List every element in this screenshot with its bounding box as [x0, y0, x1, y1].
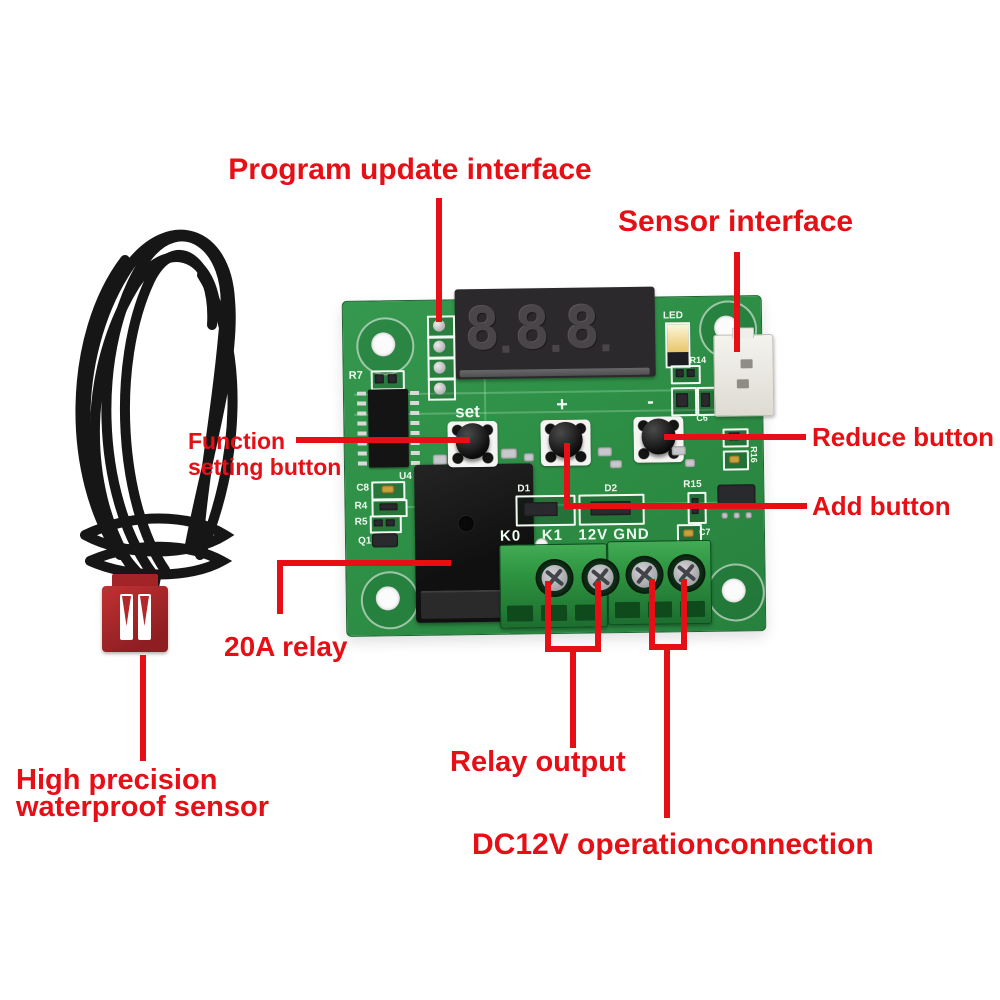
display-reflection: [459, 367, 650, 378]
solder-pad: [684, 459, 696, 468]
program-pad: [427, 336, 456, 359]
callout-line-add-horizontal: [564, 503, 807, 509]
silkscreen-c8: C8: [356, 482, 370, 494]
sensor-plug-slot: [120, 594, 133, 640]
callout-line-waterproof-sensor: [140, 655, 146, 761]
component-r5: [369, 515, 402, 534]
callout-line-relay-horizontal: [277, 560, 451, 566]
decimal-point: [502, 345, 510, 353]
component-c8: [371, 481, 406, 501]
label-add-button: Add button: [812, 491, 951, 521]
solder-pad: [721, 512, 728, 519]
label-reduce-button: Reduce button: [812, 422, 994, 452]
decimal-point: [552, 344, 560, 353]
solder-pad: [609, 460, 623, 469]
led-component: [665, 322, 691, 369]
sensor-plug-body: [102, 586, 168, 652]
sensor-plug: [100, 574, 170, 658]
set-button: [447, 420, 499, 468]
solder-pad: [432, 454, 447, 465]
solder-pad: [523, 453, 534, 462]
mounting-hole: [355, 316, 415, 376]
silkscreen-r14: R14: [689, 354, 707, 366]
label-sensor-interface: Sensor interface: [618, 205, 854, 238]
pcb-board: 8 8 8 R7 U4 C8 R4 R5 Q1 set: [341, 286, 775, 637]
ic-pins: [356, 391, 367, 466]
silkscreen-d2: D2: [604, 483, 618, 495]
mounting-hole: [706, 563, 766, 622]
silkscreen-led: LED: [662, 310, 683, 322]
solder-pad: [597, 447, 612, 457]
callout-line-program-update: [436, 198, 442, 322]
solder-pad: [745, 512, 752, 519]
mounting-hole: [360, 570, 420, 630]
program-pad: [427, 378, 457, 401]
silkscreen-c6: C6: [696, 412, 708, 424]
callout-line-relay-vertical: [277, 560, 283, 614]
silkscreen-r4: R4: [354, 500, 368, 512]
component-r7: [370, 370, 405, 391]
relay-dimple: [458, 516, 474, 532]
silkscreen-r16: R16: [748, 446, 759, 463]
decimal-point: [602, 344, 610, 352]
callout-line-reduce: [664, 434, 806, 440]
silkscreen-r7: R7: [348, 369, 363, 382]
program-pad: [427, 357, 456, 380]
sensor-plug-slot: [138, 594, 151, 640]
component: [722, 450, 750, 471]
silkscreen-set: set: [455, 402, 480, 422]
silkscreen-d1: D1: [517, 483, 531, 495]
component: [670, 386, 698, 417]
diode-d2: [578, 493, 645, 526]
seven-segment-display: 8 8 8: [454, 286, 656, 380]
silkscreen-plus: +: [555, 393, 568, 416]
callout-line-sensor-interface: [734, 252, 740, 352]
silkscreen-q1: Q1: [357, 535, 372, 547]
display-digits: 8 8 8: [464, 293, 616, 364]
ic-pins: [409, 390, 420, 465]
transistor-q1: [371, 533, 399, 548]
label-program-update-interface: Program update interface: [228, 153, 592, 186]
display-digit: 8: [464, 294, 501, 364]
solder-pad: [671, 446, 686, 456]
solder-pad: [500, 448, 517, 459]
silkscreen-r5: R5: [354, 516, 368, 528]
sensor-connector-jst: [713, 333, 775, 417]
component-r14: [670, 364, 701, 385]
silkscreen-minus: -: [646, 390, 654, 413]
display-digit: 8: [564, 293, 601, 362]
solder-pad: [733, 512, 740, 519]
silkscreen-r15: R15: [683, 478, 702, 491]
label-dc12v-connection: DC12V operationconnection: [472, 828, 874, 861]
label-relay-output: Relay output: [450, 746, 626, 778]
main-ic: [367, 389, 410, 468]
callout-line-function-setting: [296, 437, 470, 443]
sensor-cable: [75, 229, 238, 592]
callout-line-add-vertical: [564, 443, 570, 509]
label-20a-relay: 20A relay: [224, 631, 348, 662]
display-digit: 8: [514, 294, 551, 363]
